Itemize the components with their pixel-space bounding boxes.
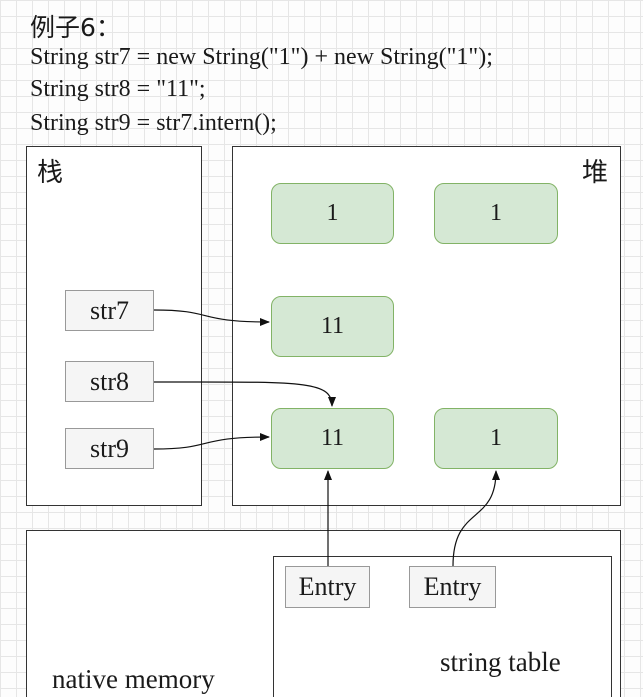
heap-object-11-str7: 11 bbox=[271, 296, 394, 357]
heap-object-11-interned: 11 bbox=[271, 408, 394, 469]
heap-object-1a: 1 bbox=[271, 183, 394, 244]
stack-label: 栈 bbox=[37, 158, 64, 188]
stack-var-str8: str8 bbox=[65, 361, 154, 402]
string-table-label: string table bbox=[440, 647, 561, 677]
native-memory-label: native memory bbox=[52, 664, 215, 694]
string-table-entry-2: Entry bbox=[409, 566, 496, 608]
heap-label: 堆 bbox=[582, 158, 609, 188]
heap-object-1c: 1 bbox=[434, 408, 558, 469]
code-line-2: String str8 = "11"; bbox=[30, 76, 206, 102]
stack-var-str7: str7 bbox=[65, 290, 154, 331]
code-line-3: String str9 = str7.intern(); bbox=[30, 110, 277, 136]
code-line-1: String str7 = new String("1") + new Stri… bbox=[30, 44, 493, 70]
heap-object-1b: 1 bbox=[434, 183, 558, 244]
stack-var-str9: str9 bbox=[65, 428, 154, 469]
example-title: 例子6： bbox=[30, 13, 121, 42]
string-table-entry-1: Entry bbox=[285, 566, 370, 608]
